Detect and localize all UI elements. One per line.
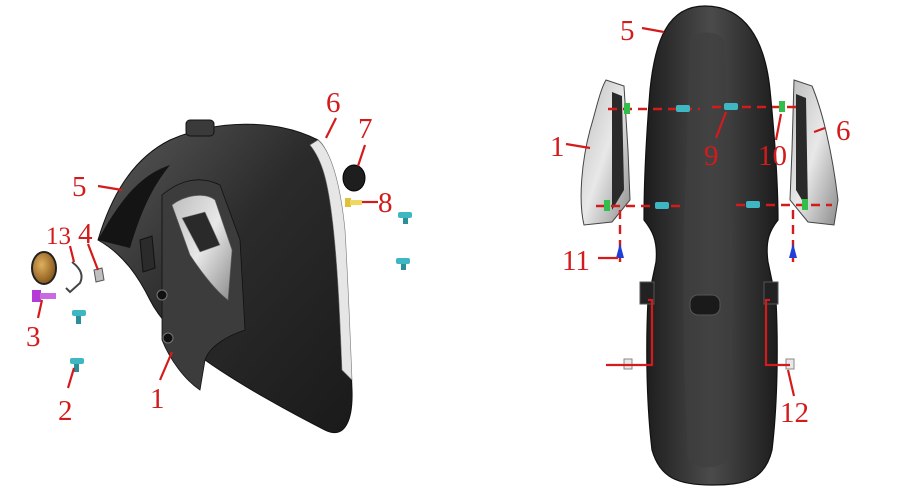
- fender-inner-rim: [98, 165, 170, 248]
- callout-13: 13: [46, 223, 71, 250]
- side-panel-window: [181, 211, 221, 253]
- callout-9: 9: [704, 140, 719, 172]
- callout-1-left: 1: [150, 383, 165, 415]
- callout-2: 2: [58, 395, 73, 427]
- screw-icon-right-upper: [398, 212, 412, 224]
- leader-3: [36, 299, 44, 319]
- callout-4: 4: [78, 218, 93, 250]
- panel-hole-lower: [162, 332, 174, 344]
- leader-6-left: [325, 117, 337, 139]
- side-panel-left-dark-inner: [612, 92, 624, 210]
- fender-edge-strip: [309, 139, 353, 381]
- rubber-cap-icon: [342, 164, 366, 192]
- leader-12: [786, 369, 796, 397]
- callout-5-left: 5: [72, 171, 87, 203]
- left-exploded-view: [31, 117, 412, 433]
- panel-hole-upper: [156, 289, 168, 301]
- reflector-cap-left: [31, 251, 57, 285]
- lower-leader-left: [606, 298, 654, 367]
- side-panel-right-dark-inner: [796, 94, 808, 210]
- screw-icon-r3: [655, 202, 669, 209]
- rivet-icon-right: [789, 243, 797, 258]
- callout-10: 10: [758, 140, 787, 172]
- bolt-purple-icon: [32, 290, 56, 302]
- screw-icon-lower: [70, 358, 84, 372]
- callout-12: 12: [780, 397, 809, 429]
- clip-nut-icon: [93, 267, 105, 283]
- leader-10: [774, 113, 783, 141]
- fender-center-highlight: [683, 32, 733, 468]
- grommet-icon-r4: [802, 199, 808, 210]
- leader-13: [68, 245, 76, 263]
- leader-1-left: [158, 351, 174, 381]
- lower-tab-left: [639, 281, 655, 305]
- callout-11: 11: [562, 245, 590, 277]
- leader-1-right: [565, 142, 591, 150]
- leader-7: [356, 144, 367, 167]
- screw-icon-right-lower: [396, 258, 410, 270]
- callout-5-right: 5: [620, 15, 635, 47]
- bolt-yellow-icon: [345, 198, 362, 207]
- grommet-icon-r3: [604, 200, 610, 211]
- leader-5-left: [97, 184, 123, 192]
- callout-8: 8: [378, 187, 393, 219]
- screw-icon-upper: [72, 310, 86, 324]
- callout-6-left: 6: [326, 87, 341, 119]
- leader-9: [714, 111, 728, 139]
- lower-leader-right: [764, 298, 790, 367]
- screw-icon-r2: [724, 103, 738, 110]
- rivet-icon-left: [616, 243, 624, 258]
- callout-6-right: 6: [836, 115, 851, 147]
- leader-5-right: [641, 26, 665, 34]
- fender-bracket: [139, 235, 156, 273]
- right-rear-view: [565, 5, 839, 486]
- callout-1-right: 1: [550, 131, 565, 163]
- leader-2: [66, 367, 76, 389]
- cable-clip-icon: [65, 261, 83, 294]
- callout-3: 3: [26, 321, 41, 353]
- leader-4: [86, 243, 100, 271]
- callout-labels: 1 2 3 4 5 6 7 8 13 1 5 6 9 10 11 12: [26, 15, 851, 429]
- grommet-icon-r2: [779, 101, 785, 112]
- screw-icon-r4: [746, 201, 760, 208]
- screw-icon-r1: [676, 105, 690, 112]
- grommet-icon-r1: [624, 103, 630, 114]
- fender-badge-slot: [689, 294, 721, 316]
- fender-top-tab: [185, 119, 215, 137]
- lower-tab-right: [763, 281, 779, 305]
- leader-6-right: [813, 126, 826, 134]
- callout-7: 7: [358, 113, 373, 145]
